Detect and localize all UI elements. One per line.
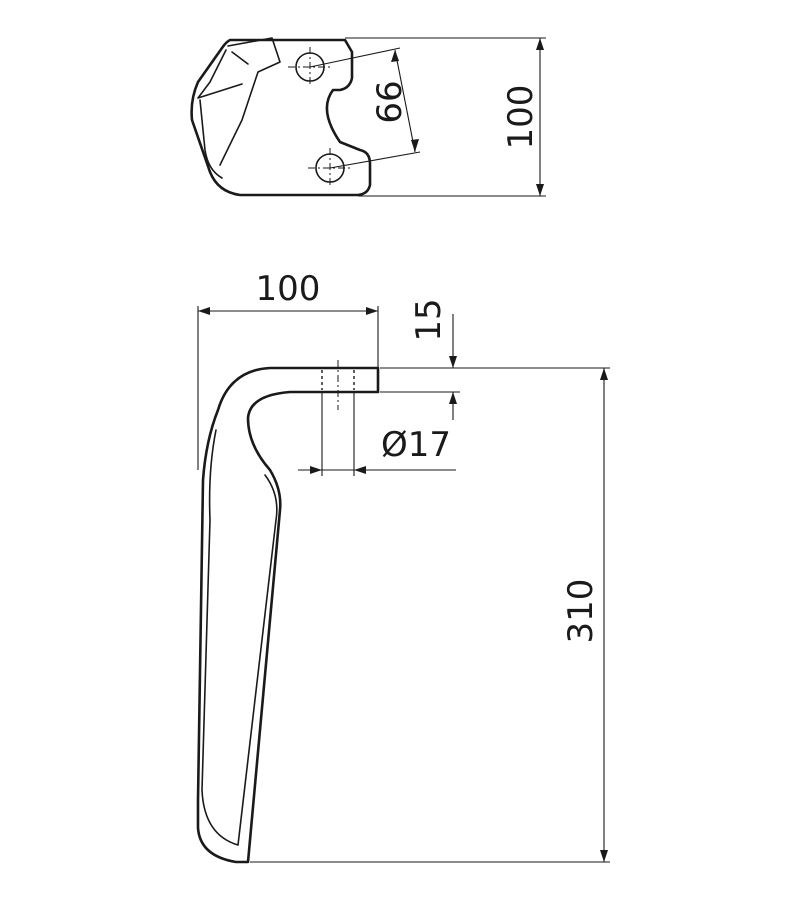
dim-15-arrow-top — [449, 356, 457, 368]
dim-15-arrow-bottom — [449, 392, 457, 404]
dim-66-arrow-bottom — [411, 139, 419, 152]
dim-100-arrow-bottom — [536, 184, 544, 196]
dim-66-extension-lower — [329, 151, 421, 169]
dim-width-arrow-right — [366, 307, 378, 315]
dim-100-arrow-top — [536, 38, 544, 50]
dim-width-arrow-left — [198, 307, 210, 315]
dim-length-arrow-bottom — [600, 850, 608, 862]
flange-edge-bevel-outer — [219, 37, 281, 166]
blade-outline — [196, 366, 380, 864]
flange-outline — [190, 38, 372, 197]
flange-edge-bevel-lower — [199, 99, 223, 179]
dim-length-label: 310 — [561, 579, 601, 644]
dim-100-vertical-label: 100 — [501, 85, 541, 150]
side-view: 100 15 Ø17 310 — [196, 269, 610, 864]
dim-66-arrow-top — [391, 50, 399, 62]
dim-diameter-arrow-right — [354, 466, 366, 474]
dim-diameter-label: Ø17 — [381, 425, 451, 465]
dim-diameter-arrow-left — [310, 466, 322, 474]
dim-66-line — [394, 49, 416, 153]
blade-inner-edge — [201, 429, 278, 846]
top-view: 66 100 — [190, 37, 546, 197]
dim-66-extension-upper — [309, 47, 401, 68]
flange-edge-bevel-inner — [197, 49, 249, 99]
dim-width-label: 100 — [256, 269, 321, 309]
dim-length-arrow-top — [600, 368, 608, 380]
dim-15-label: 15 — [409, 298, 449, 341]
dim-66-label: 66 — [370, 80, 410, 123]
